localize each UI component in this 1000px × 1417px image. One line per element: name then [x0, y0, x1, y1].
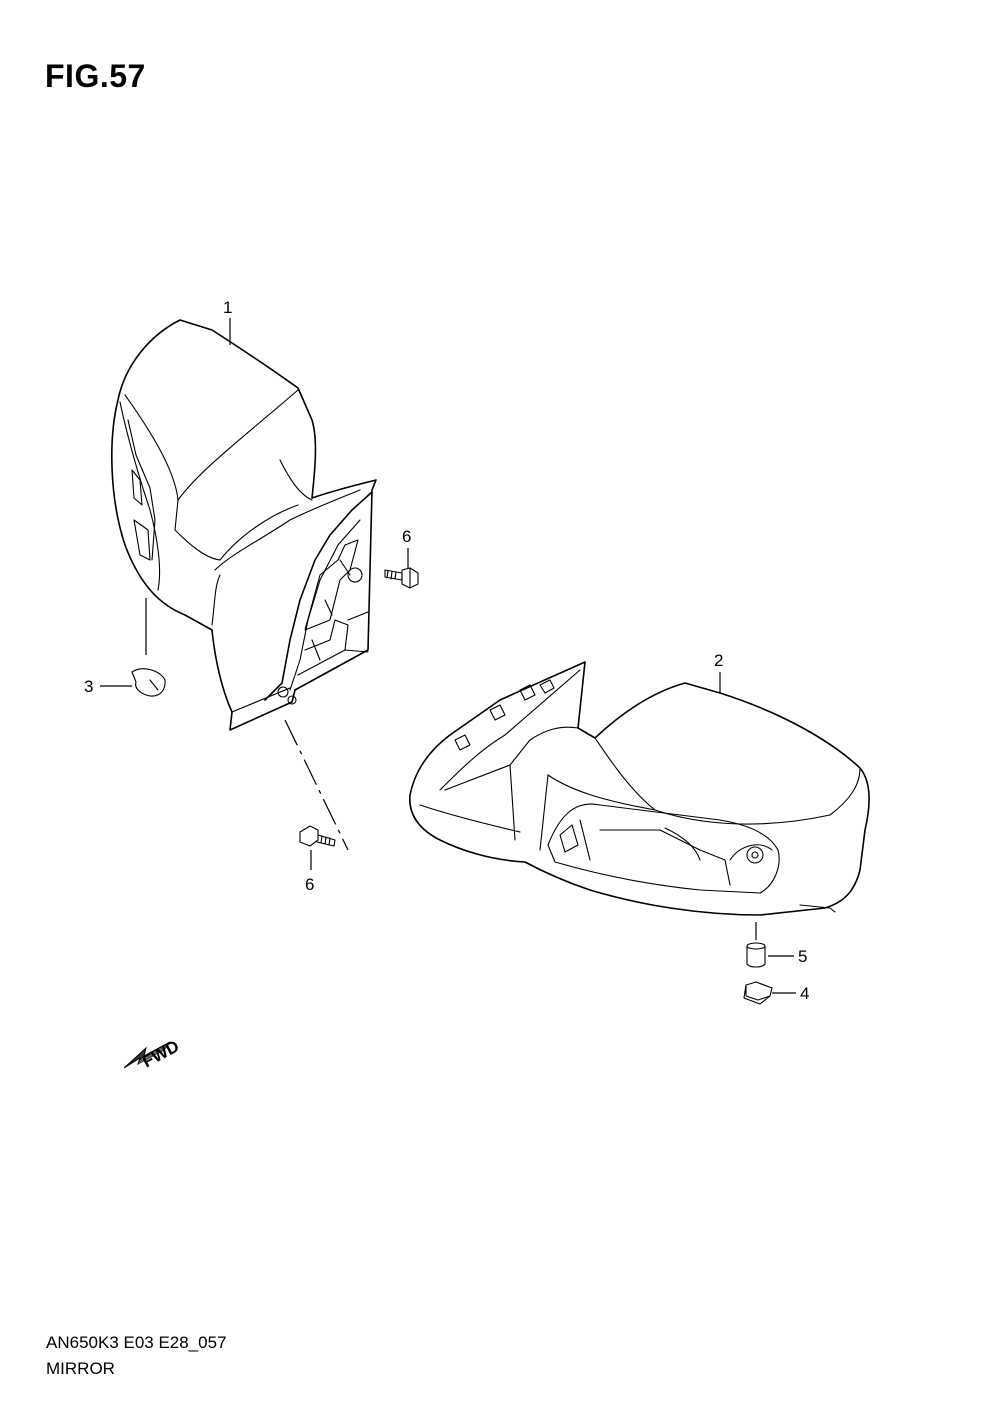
fwd-label: FWD	[139, 1037, 182, 1072]
left-mirror-assembly	[111, 319, 377, 731]
forward-direction-icon: FWD	[123, 1037, 182, 1072]
leader-dashed	[284, 719, 349, 851]
callout-2: 2	[714, 651, 723, 670]
callout-4: 4	[800, 984, 809, 1003]
figure-caption: MIRROR	[46, 1359, 115, 1378]
figure-title: FIG.57	[45, 58, 146, 94]
callout-1: 1	[223, 298, 232, 317]
callout-3: 3	[84, 677, 93, 696]
callout-6-upper: 6	[402, 527, 411, 546]
bolt-lower	[299, 825, 336, 847]
drawing-code: AN650K3 E03 E28_057	[46, 1333, 227, 1352]
clip-part-4	[743, 981, 773, 1005]
clip-part-3	[131, 668, 166, 697]
bolt-upper	[384, 567, 419, 589]
callout-5: 5	[798, 947, 807, 966]
right-mirror-assembly	[409, 661, 870, 916]
collar-part-5	[746, 942, 766, 968]
callout-6-lower: 6	[305, 875, 314, 894]
